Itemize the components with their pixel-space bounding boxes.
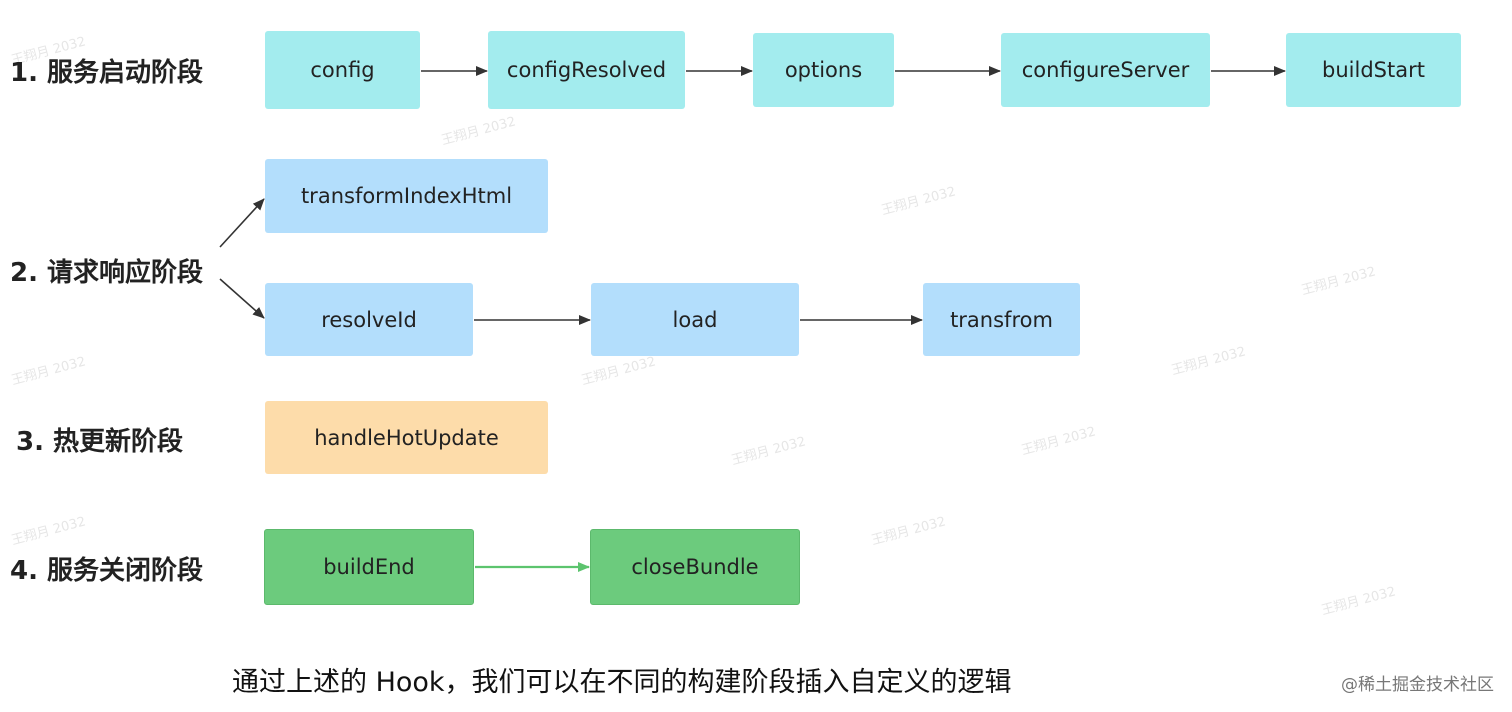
watermark: 王翔月 2032 — [729, 434, 808, 469]
watermark: 王翔月 2032 — [879, 184, 958, 219]
node-transformindexhtml: transformIndexHtml — [265, 159, 548, 233]
node-configureserver: configureServer — [1001, 33, 1210, 107]
watermark: 王翔月 2032 — [1319, 584, 1398, 619]
node-handlehotupdate: handleHotUpdate — [265, 401, 548, 474]
arrow-stage2-to-resolveid — [219, 278, 265, 319]
node-configresolved: configResolved — [488, 31, 685, 109]
node-config: config — [265, 31, 420, 109]
node-load: load — [591, 283, 799, 356]
node-buildend: buildEnd — [264, 529, 474, 605]
arrow-stage2-to-transformindexhtml — [219, 198, 265, 248]
stage-label-request: 2. 请求响应阶段 — [10, 258, 204, 288]
watermark: 王翔月 2032 — [9, 354, 88, 389]
watermark: 王翔月 2032 — [1299, 264, 1378, 299]
node-buildstart: buildStart — [1286, 33, 1461, 107]
node-resolveid: resolveId — [265, 283, 473, 356]
node-options: options — [753, 33, 894, 107]
watermark: 王翔月 2032 — [869, 514, 948, 549]
node-transfrom: transfrom — [923, 283, 1080, 356]
node-closebundle: closeBundle — [590, 529, 800, 605]
watermark: 王翔月 2032 — [579, 354, 658, 389]
stage-label-shutdown: 4. 服务关闭阶段 — [10, 556, 204, 586]
stage-label-startup: 1. 服务启动阶段 — [10, 58, 204, 88]
watermark: 王翔月 2032 — [1169, 344, 1248, 379]
subtitle-caption: 通过上述的 Hook，我们可以在不同的构建阶段插入自定义的逻辑 — [232, 667, 1012, 698]
watermark: 王翔月 2032 — [9, 514, 88, 549]
source-credit: @稀土掘金技术社区 — [1341, 675, 1494, 695]
stage-label-hmr: 3. 热更新阶段 — [16, 427, 184, 457]
watermark: 王翔月 2032 — [439, 114, 518, 149]
watermark: 王翔月 2032 — [1019, 424, 1098, 459]
